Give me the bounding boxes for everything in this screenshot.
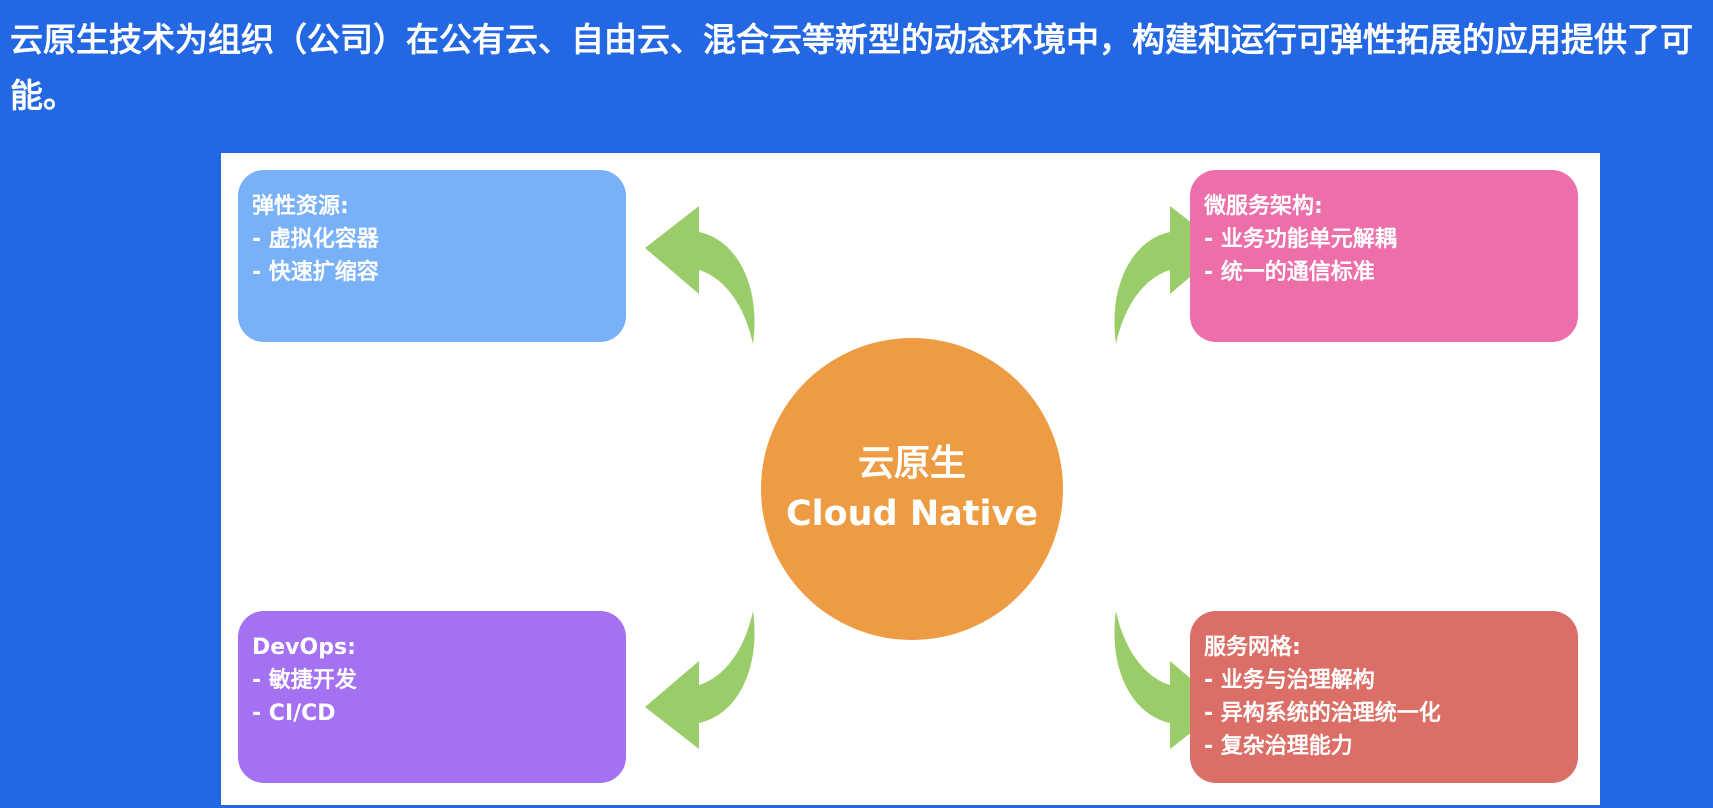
arrow-to-elastic: [645, 206, 755, 344]
card-items: 业务功能单元解耦 统一的通信标准: [1204, 223, 1564, 289]
card-item: 统一的通信标准: [1204, 256, 1564, 289]
card-title: 弹性资源:: [252, 194, 349, 219]
card-devops: DevOps: 敏捷开发 CI/CD: [238, 611, 626, 783]
intro-text: 云原生技术为组织（公司）在公有云、自由云、混合云等新型的动态环境中，构建和运行可…: [10, 20, 1693, 115]
card-title: 服务网格:: [1204, 635, 1301, 660]
card-service-mesh: 服务网格: 业务与治理解构 异构系统的治理统一化 复杂治理能力: [1190, 611, 1578, 783]
card-item: 业务与治理解构: [1204, 664, 1564, 697]
card-items: 业务与治理解构 异构系统的治理统一化 复杂治理能力: [1204, 664, 1564, 763]
card-item: 业务功能单元解耦: [1204, 223, 1564, 256]
arrow-to-devops: [645, 611, 755, 749]
center-circle: 云原生 Cloud Native: [761, 338, 1063, 640]
card-items: 敏捷开发 CI/CD: [252, 664, 612, 730]
card-item: 快速扩缩容: [252, 256, 612, 289]
card-item: CI/CD: [252, 697, 612, 730]
diagram-panel: 弹性资源: 虚拟化容器 快速扩缩容 微服务架构: 业务功能单元解耦 统一的通信标…: [221, 153, 1600, 805]
card-item: 异构系统的治理统一化: [1204, 697, 1564, 730]
center-title-cn: 云原生: [857, 443, 966, 484]
center-title-en: Cloud Native: [785, 494, 1039, 534]
card-item: 复杂治理能力: [1204, 730, 1564, 763]
card-items: 虚拟化容器 快速扩缩容: [252, 223, 612, 289]
card-item: 敏捷开发: [252, 664, 612, 697]
card-item: 虚拟化容器: [252, 223, 612, 256]
card-elastic-resources: 弹性资源: 虚拟化容器 快速扩缩容: [238, 170, 626, 342]
card-title: DevOps:: [252, 635, 356, 660]
card-microservices: 微服务架构: 业务功能单元解耦 统一的通信标准: [1190, 170, 1578, 342]
card-title: 微服务架构:: [1204, 194, 1323, 219]
